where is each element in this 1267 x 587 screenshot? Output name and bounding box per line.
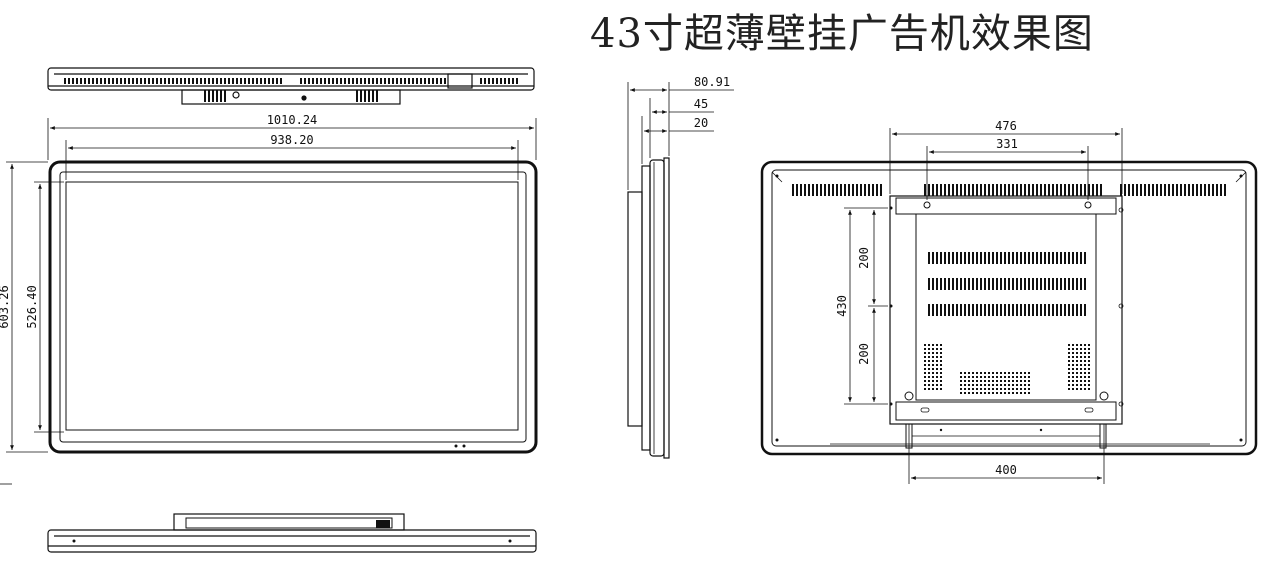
dim-total-height: 430 bbox=[835, 295, 849, 317]
back-dimensions bbox=[844, 128, 1123, 484]
dim-depth-3: 20 bbox=[694, 116, 708, 130]
dim-screen-width: 938.20 bbox=[270, 133, 313, 147]
side-dimensions bbox=[627, 82, 734, 190]
dim-screen-height: 526.40 bbox=[25, 285, 39, 328]
dim-depth-2: 45 bbox=[694, 97, 708, 111]
front-dimensions bbox=[0, 118, 537, 485]
back-view bbox=[760, 160, 1258, 456]
drawing-title: 43寸超薄壁挂广告机效果图 bbox=[590, 11, 1094, 57]
dim-hole-spacing-top: 331 bbox=[996, 137, 1018, 151]
dim-bracket-width: 476 bbox=[995, 119, 1017, 133]
dim-overall-width: 1010.24 bbox=[267, 113, 318, 127]
dim-total-depth: 80.91 bbox=[694, 75, 730, 89]
top-view bbox=[47, 67, 535, 105]
bottom-view bbox=[47, 513, 537, 553]
dim-upper-spacing: 200 bbox=[857, 247, 871, 269]
dim-vesa-width: 400 bbox=[995, 463, 1017, 477]
side-view bbox=[627, 157, 670, 459]
dim-lower-spacing: 200 bbox=[857, 343, 871, 365]
front-view bbox=[48, 160, 538, 454]
dim-overall-height: 603.26 bbox=[0, 285, 11, 328]
